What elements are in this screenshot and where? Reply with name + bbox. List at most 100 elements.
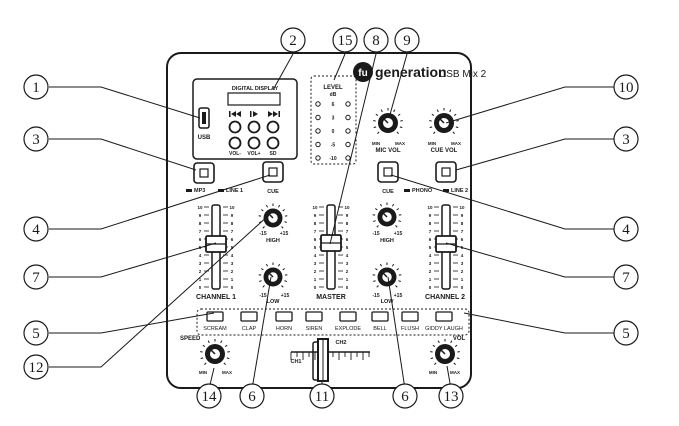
fader-scale-label: 10	[229, 205, 235, 210]
level-scale-label: -10	[329, 156, 336, 162]
effect-pad[interactable]	[305, 311, 323, 322]
callout-number: 15	[338, 33, 353, 49]
play-pause-button[interactable]	[247, 120, 261, 134]
effect-button-giddy-laugh[interactable]: GIDDY LAUGH	[425, 311, 463, 332]
ch2-high-knob[interactable]	[372, 202, 402, 228]
speed-max: MAX	[222, 370, 232, 375]
knob-tick	[374, 208, 378, 211]
callout-circle	[23, 320, 49, 346]
callout-number: 5	[622, 326, 630, 342]
fader-scale-label: 4	[429, 253, 432, 258]
mp3-indicator-icon	[186, 189, 192, 192]
callout-circle	[332, 27, 358, 53]
callout-number: 10	[619, 80, 634, 96]
knob-tick	[373, 280, 376, 282]
callout-number: 2	[289, 33, 297, 49]
effect-pad[interactable]	[240, 311, 258, 322]
prev-button[interactable]	[228, 120, 242, 134]
level-scale-label: 6	[332, 102, 335, 108]
level-scale-label: -5	[331, 143, 336, 149]
line2-indicator-icon	[443, 189, 449, 192]
effect-button-bell[interactable]: BELL	[371, 311, 389, 332]
fader-scale-label: 5	[429, 245, 432, 250]
mic-vol-knob[interactable]	[373, 108, 403, 134]
knob-tick	[429, 126, 433, 129]
ch2-high-max: +15	[394, 231, 403, 237]
vol-label: VOL	[453, 336, 466, 342]
effect-label: SIREN	[306, 326, 323, 332]
effect-button-siren[interactable]: SIREN	[305, 311, 323, 332]
callout-14: 14	[196, 383, 222, 409]
effect-button-scream[interactable]: SCREAM	[203, 311, 227, 332]
fader-scale-label: 6	[461, 237, 464, 242]
fader-scale-label: 4	[231, 253, 234, 258]
fader-scale-label: 8	[314, 221, 317, 226]
next-button[interactable]	[266, 120, 280, 134]
knob-tick	[260, 268, 264, 271]
vol-min: MIN	[429, 370, 437, 375]
crossfader[interactable]	[290, 338, 370, 382]
knob-tick	[281, 226, 284, 229]
knob-tick	[380, 109, 383, 113]
sd-button[interactable]	[266, 136, 280, 150]
callout-number: 12	[29, 360, 44, 376]
leader-5a	[49, 312, 215, 334]
knob-tick	[278, 263, 281, 267]
effect-pad[interactable]	[339, 311, 357, 322]
vol-knob[interactable]	[430, 339, 460, 365]
effect-button-clap[interactable]: CLAP	[240, 311, 258, 332]
fader-scale-label: 0	[314, 285, 317, 290]
callout-number: 8	[372, 33, 380, 49]
effect-pad[interactable]	[401, 311, 419, 322]
vol-down-button[interactable]	[228, 136, 242, 150]
callout-circle	[23, 354, 49, 380]
knob-tick	[452, 131, 455, 134]
speed-knob[interactable]	[200, 339, 230, 365]
knob-tick	[376, 285, 379, 288]
play-pause-icon	[250, 111, 258, 117]
effect-button-horn[interactable]: HORN	[275, 311, 293, 332]
knob-tick	[262, 285, 265, 288]
knob-tick	[455, 126, 459, 129]
callout-number: 9	[403, 33, 411, 49]
effect-button-flush[interactable]: FLUSH	[401, 311, 419, 332]
fader-scale-label: 7	[461, 229, 464, 234]
sd-label: SD	[270, 151, 277, 157]
callout-7: 7	[613, 264, 639, 290]
level-led-right	[345, 128, 351, 134]
next-icon	[268, 111, 280, 117]
ch2-source-button-cap	[441, 167, 451, 177]
callout-5: 5	[613, 320, 639, 346]
fader-scale-label: 8	[199, 221, 202, 226]
callout-circle	[613, 320, 639, 346]
callout-10: 10	[613, 74, 639, 100]
level-led-left	[315, 101, 321, 107]
callout-number: 14	[202, 389, 218, 405]
fader-scale-label: 0	[231, 285, 234, 290]
ch1-high-max: +15	[280, 231, 289, 237]
effect-button-explode[interactable]: EXPLODE	[335, 311, 361, 332]
vol-up-label: VOL+	[247, 151, 260, 157]
vol-up-button[interactable]	[247, 136, 261, 150]
knob-tick	[379, 263, 382, 267]
callout-circle	[613, 74, 639, 100]
knob-pointer	[209, 348, 216, 355]
svg-text:PHONO: PHONO	[412, 188, 433, 194]
cue-vol-knob[interactable]	[429, 108, 459, 134]
effect-pad[interactable]	[371, 311, 389, 322]
callout-circle	[613, 216, 639, 242]
leader-7a	[49, 242, 217, 278]
callout-number: 4	[622, 222, 630, 238]
effect-pad[interactable]	[206, 311, 224, 322]
ch2-low-knob[interactable]	[372, 262, 402, 288]
effect-pad[interactable]	[435, 311, 453, 322]
ch1-high-knob[interactable]	[258, 203, 288, 229]
master-label: MASTER	[316, 294, 346, 301]
fader-scale-label: 8	[231, 221, 234, 226]
fader-scale-label: 2	[314, 269, 317, 274]
effect-pad[interactable]	[275, 311, 293, 322]
fader-scale-label: 10	[459, 205, 465, 210]
